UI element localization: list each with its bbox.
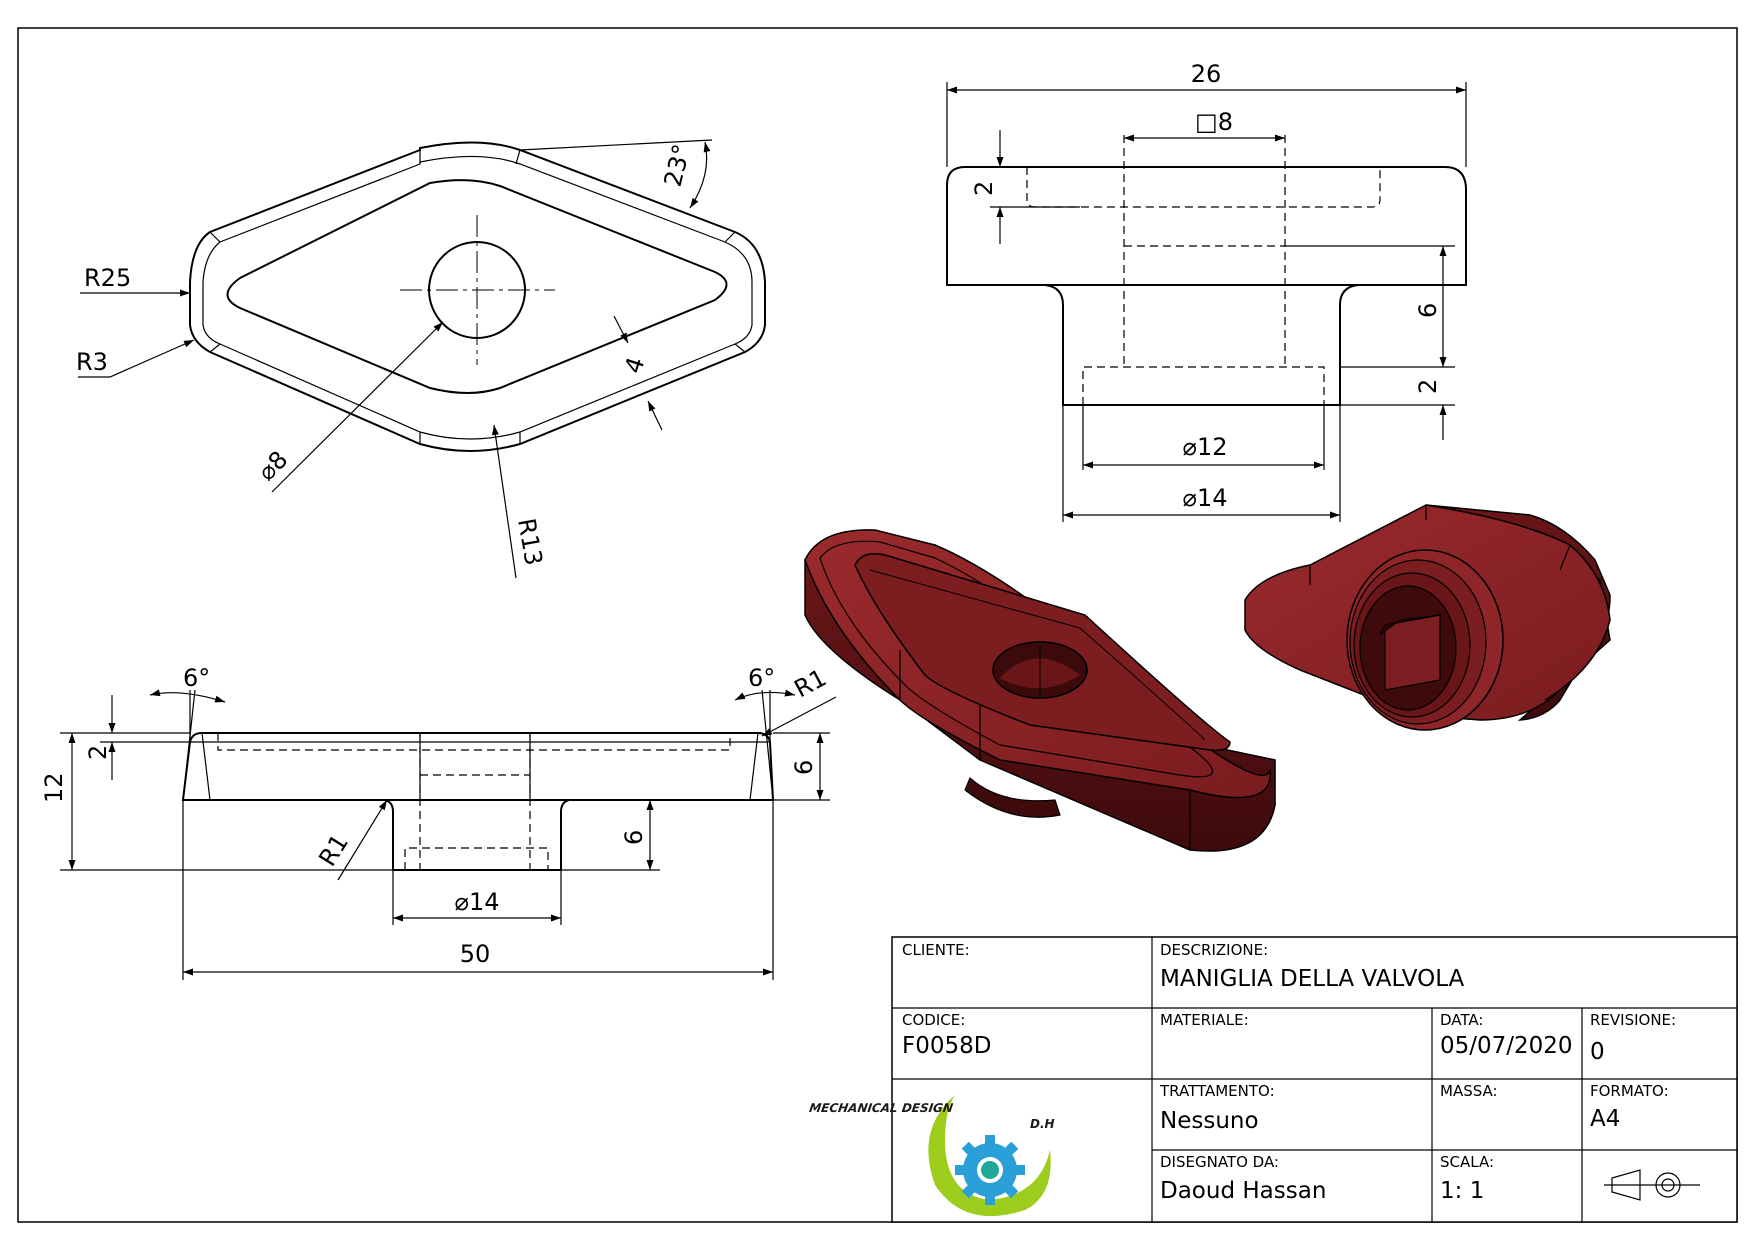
dim-r25: R25	[84, 264, 131, 292]
dim-phi12: ⌀12	[1183, 433, 1228, 461]
dim-2-front: 2	[84, 745, 112, 760]
company-logo: MECHANICAL DESIGN D.H	[808, 1095, 1055, 1217]
massa-label: MASSA:	[1440, 1082, 1498, 1100]
top-view-inner-pocket	[226, 179, 728, 394]
front-view: 6° 6° R1 2 12 6 6 R1 ⌀14	[40, 664, 837, 980]
section-boss	[1044, 284, 1359, 406]
logo-line1: MECHANICAL DESIGN	[808, 1101, 954, 1115]
descrizione-label: DESCRIZIONE:	[1160, 941, 1268, 959]
dim-square8: □8	[1195, 108, 1233, 136]
dim-r13: R13	[512, 516, 548, 567]
dim-50: 50	[460, 940, 491, 968]
codice-value: F0058D	[902, 1033, 991, 1059]
logo-line2: D.H	[1030, 1117, 1055, 1131]
dim-angle6-right: 6°	[748, 664, 775, 692]
trattamento-label: TRATTAMENTO:	[1159, 1082, 1275, 1100]
dim-6: 6	[1414, 303, 1442, 318]
data-value: 05/07/2020	[1440, 1033, 1573, 1059]
title-block: CLIENTE: DESCRIZIONE: MANIGLIA DELLA VAL…	[808, 936, 1738, 1223]
dim-r1-top: R1	[790, 664, 831, 704]
top-view: R25 R3 ⌀8 R13 23° 4	[76, 139, 766, 579]
dim-6-boss: 6	[620, 830, 648, 845]
dim-phi8: ⌀8	[252, 445, 293, 486]
projection-symbol-icon	[1604, 1169, 1700, 1201]
formato-label: FORMATO:	[1590, 1082, 1669, 1100]
dim-angle23: 23°	[659, 141, 696, 189]
dim-width4: 4	[619, 354, 650, 377]
revisione-value: 0	[1590, 1039, 1605, 1065]
dim-r3: R3	[76, 348, 108, 376]
front-flange	[181, 732, 775, 801]
scala-label: SCALA:	[1440, 1153, 1494, 1171]
trattamento-value: Nessuno	[1160, 1108, 1259, 1134]
gear-icon	[955, 1135, 1025, 1205]
dim-phi14: ⌀14	[1183, 484, 1228, 512]
dim-2-top: 2	[970, 181, 998, 196]
materiale-label: MATERIALE:	[1160, 1011, 1249, 1029]
section-view: 26 □8 2 6 2 ⌀12 ⌀14	[946, 60, 1467, 522]
dim-6-right: 6	[790, 760, 818, 775]
formato-value: A4	[1590, 1106, 1620, 1132]
dim-phi14-front: ⌀14	[455, 888, 500, 916]
data-label: DATA:	[1440, 1011, 1483, 1029]
cliente-label: CLIENTE:	[902, 941, 970, 959]
iso-view-top	[804, 529, 1276, 852]
dim-26: 26	[1191, 60, 1222, 88]
codice-label: CODICE:	[902, 1011, 965, 1029]
sheet-border	[17, 27, 1738, 1223]
dim-12: 12	[40, 772, 68, 803]
dim-2-bottom: 2	[1414, 379, 1442, 394]
revisione-label: REVISIONE:	[1590, 1011, 1676, 1029]
disegnato-label: DISEGNATO DA:	[1160, 1153, 1279, 1171]
iso-view-bottom	[1244, 504, 1611, 731]
front-boss	[384, 799, 570, 871]
disegnato-value: Daoud Hassan	[1160, 1178, 1326, 1204]
dim-angle6-left: 6°	[183, 664, 210, 692]
section-head	[946, 166, 1467, 286]
scala-value: 1: 1	[1440, 1178, 1484, 1204]
descrizione-value: MANIGLIA DELLA VALVOLA	[1160, 966, 1465, 992]
